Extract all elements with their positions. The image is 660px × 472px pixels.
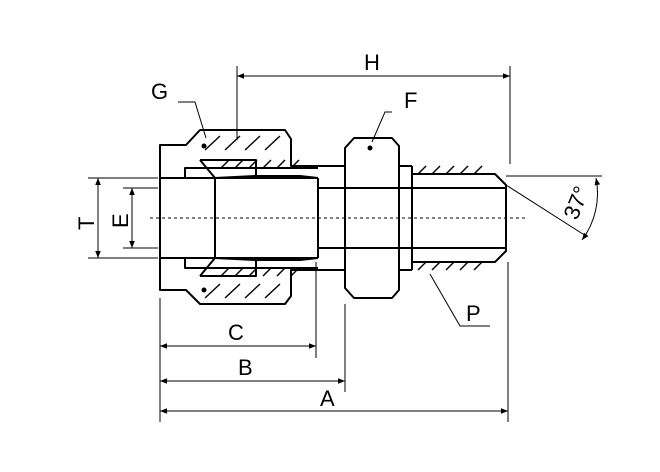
label-p: P [466,301,481,326]
label-angle: 37° [558,183,594,223]
label-a: A [320,386,335,411]
dimension-lines [88,66,602,422]
nut-body [159,129,319,305]
label-e: E [108,213,133,228]
label-h: H [364,50,380,75]
label-f: F [404,88,417,113]
body-hex [160,137,507,299]
label-b: B [238,355,253,380]
label-t: T [74,217,99,230]
label-c: C [228,320,244,345]
label-g: G [151,79,168,104]
